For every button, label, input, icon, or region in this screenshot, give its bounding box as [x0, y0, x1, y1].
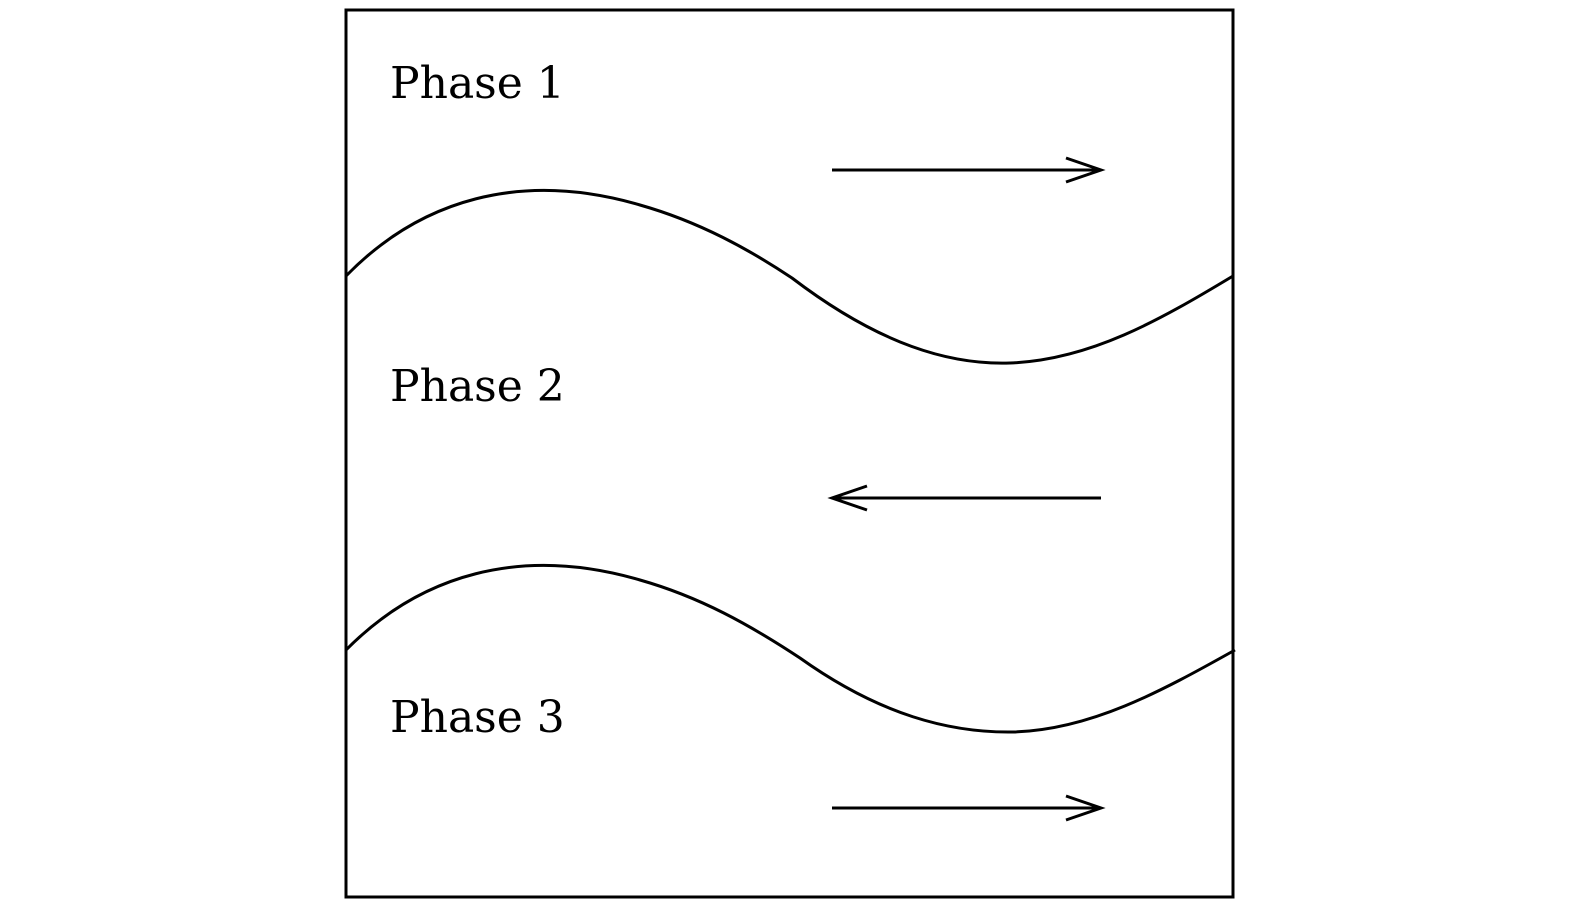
- arrow-left-icon: [827, 484, 1101, 512]
- arrow-right-icon: [832, 156, 1106, 184]
- interface-1-2: [344, 189, 1234, 365]
- phase-3-label: Phase 3: [390, 692, 565, 743]
- channel-box: [344, 8, 1235, 899]
- interface-2-3: [344, 564, 1236, 734]
- phase-2-label: Phase 2: [390, 361, 565, 412]
- phase-1-label: Phase 1: [390, 58, 565, 109]
- arrow-right-icon: [832, 794, 1106, 822]
